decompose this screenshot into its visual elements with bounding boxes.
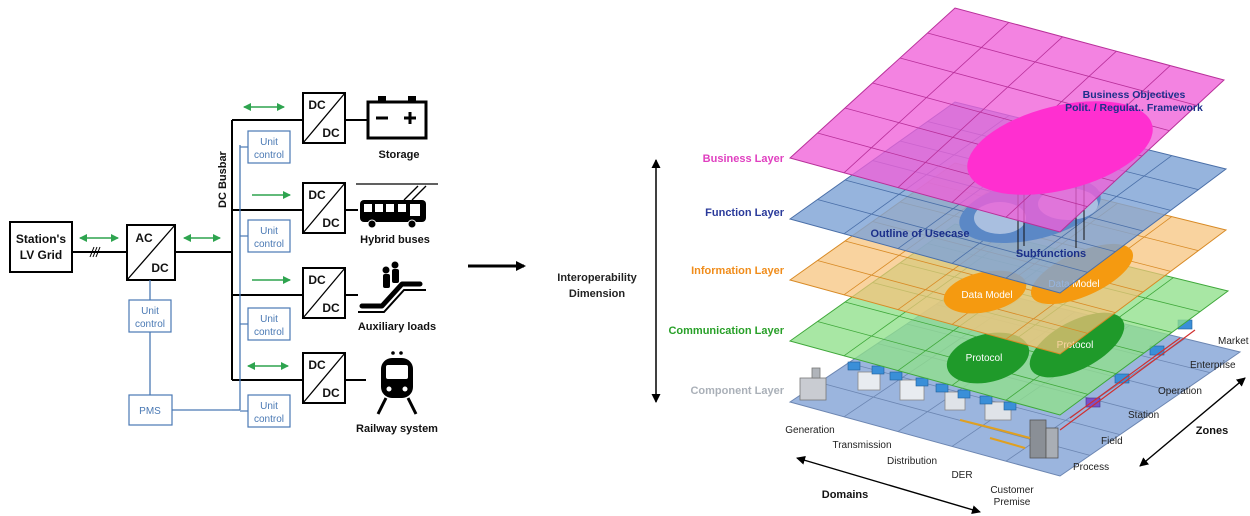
outline-usecase-label: Outline of Usecase <box>870 228 969 240</box>
hybrid-buses-label: Hybrid buses <box>360 234 430 246</box>
svg-text:DC: DC <box>322 126 340 140</box>
zone-station: Station <box>1128 410 1159 421</box>
railway-system-label: Railway system <box>356 423 438 435</box>
business-zone-gridline <box>817 132 1088 208</box>
domains-axis <box>796 455 981 515</box>
business-objectives-label-1: Business Objectives <box>1083 89 1186 101</box>
svg-text:Unit: Unit <box>141 306 159 317</box>
lv-grid-label-2: LV Grid <box>20 248 62 262</box>
information-layer-label: Information Layer <box>691 265 785 277</box>
component-layer-label: Component Layer <box>690 385 784 397</box>
svg-text:DC: DC <box>322 301 340 315</box>
business-zone-gridline <box>927 32 1197 106</box>
dcdc-converter-railway: DC DC <box>302 352 346 404</box>
unit-control-main: Unit control <box>128 299 172 333</box>
communication-layer-label: Communication Layer <box>668 325 784 337</box>
dcdc-converter-auxiliary: DC DC <box>302 267 346 319</box>
lv-grid-box <box>9 221 73 273</box>
subfunctions-label: Subfunctions <box>1016 248 1086 260</box>
dcdc-converter-buses: DC DC <box>302 182 346 234</box>
svg-text:control: control <box>254 327 284 338</box>
train-icon <box>376 351 418 415</box>
data-model-ellipse-1 <box>943 270 1027 314</box>
zone-market: Market <box>1218 336 1249 347</box>
domain-distribution: Distribution <box>887 456 937 467</box>
load-lines <box>345 119 368 381</box>
protocol-label-2: Protocol <box>1057 340 1094 351</box>
protocol-ellipse-1 <box>946 332 1030 384</box>
domain-transmission: Transmission <box>832 440 891 451</box>
unit-control-stubs <box>240 146 248 412</box>
branch-flow-arrows <box>243 103 291 370</box>
svg-text:PMS: PMS <box>139 406 161 417</box>
svg-text:DC: DC <box>308 358 326 372</box>
business-layer-label: Business Layer <box>703 153 785 165</box>
svg-text:control: control <box>135 319 165 330</box>
branch-lines <box>232 119 303 381</box>
domain-generation: Generation <box>785 425 834 436</box>
svg-text:Unit: Unit <box>260 314 278 325</box>
auxiliary-loads-label: Auxiliary loads <box>358 321 436 333</box>
svg-text:control: control <box>254 150 284 161</box>
svg-text:DC: DC <box>322 216 340 230</box>
protocol-label-1: Protocol <box>966 353 1003 364</box>
svg-text:control: control <box>254 239 284 250</box>
domain-customer-premise-2: Premise <box>994 497 1031 508</box>
domain-der: DER <box>951 470 972 481</box>
acdc-top-label: AC <box>135 231 153 245</box>
zones-title: Zones <box>1196 425 1228 437</box>
acdc-bottom-label: DC <box>151 261 169 275</box>
zones-axis <box>1139 377 1246 467</box>
data-model-label-1: Data Model <box>961 290 1012 301</box>
svg-text:DC: DC <box>322 386 340 400</box>
function-zone-gridline <box>817 199 1088 273</box>
domain-customer-premise-1: Customer <box>990 485 1034 496</box>
interop-label-2: Dimension <box>569 288 626 300</box>
protocol-ellipse-2 <box>1029 312 1125 378</box>
zone-operation: Operation <box>1158 386 1202 397</box>
unit-control-auxiliary: Unit control <box>247 307 291 341</box>
business-objectives-ellipse <box>967 101 1153 195</box>
three-phase-mark <box>89 246 101 258</box>
svg-text:DC: DC <box>308 188 326 202</box>
power-diagram: Station's LV Grid AC DC DC Busbar <box>9 92 438 435</box>
zone-process: Process <box>1073 462 1109 473</box>
battery-icon <box>366 96 428 140</box>
svg-text:Unit: Unit <box>260 226 278 237</box>
svg-text:DC: DC <box>308 273 326 287</box>
svg-text:control: control <box>254 414 284 425</box>
bus-icon <box>356 183 438 229</box>
component-equipment <box>799 319 1196 459</box>
zone-field: Field <box>1101 436 1123 447</box>
domains-title: Domains <box>822 489 868 501</box>
storage-label: Storage <box>379 149 420 161</box>
lv-grid-label-1: Station's <box>16 232 67 246</box>
zone-enterprise: Enterprise <box>1190 360 1236 371</box>
dc-busbar-label: DC Busbar <box>217 150 229 208</box>
business-objectives-label-2: Polit. / Regulat.. Framework <box>1065 102 1203 114</box>
svg-text:Unit: Unit <box>260 137 278 148</box>
dcdc-converter-storage: DC DC <box>302 92 346 144</box>
sgam-model: Interoperability Dimension <box>557 7 1249 515</box>
escalator-icon <box>358 261 426 313</box>
unit-control-railway: Unit control <box>247 394 291 428</box>
pms-box: PMS <box>128 394 173 426</box>
interop-label-1: Interoperability <box>557 272 637 284</box>
svg-text:Unit: Unit <box>260 401 278 412</box>
function-layer-label: Function Layer <box>705 207 785 219</box>
unit-control-storage: Unit control <box>247 130 291 164</box>
control-wiring <box>149 145 241 411</box>
svg-text:DC: DC <box>308 98 326 112</box>
unit-control-buses: Unit control <box>247 219 291 253</box>
data-model-label-2: Data Model <box>1048 279 1099 290</box>
